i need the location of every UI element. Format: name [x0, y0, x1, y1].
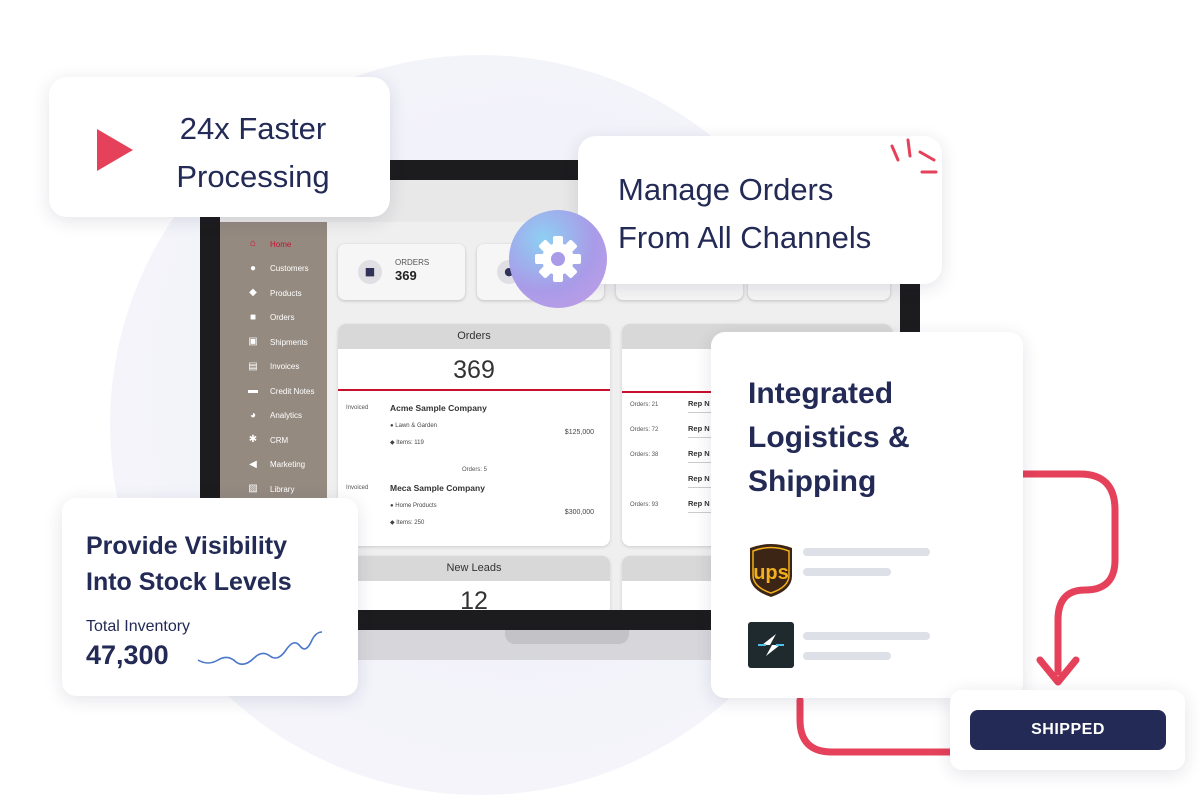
- sidebar-item-marketing[interactable]: ◀Marketing: [249, 458, 306, 470]
- new-leads-title: New Leads: [338, 556, 610, 581]
- shipped-button[interactable]: SHIPPED: [970, 710, 1166, 750]
- megaphone-icon: ◀: [249, 458, 257, 470]
- sidebar-item-library[interactable]: ▨Library: [248, 483, 295, 495]
- faster-processing-card: 24x Faster Processing: [49, 77, 390, 217]
- sidebar-item-credit-notes[interactable]: ▬Credit Notes: [248, 385, 315, 397]
- gear-badge: [509, 210, 607, 308]
- ups-logo-icon: ups: [750, 544, 792, 597]
- manage-orders-card: Manage Orders From All Channels: [578, 136, 942, 284]
- sidebar-item-orders[interactable]: ■Orders: [249, 311, 295, 323]
- stat-card-orders[interactable]: ■ ORDERS 369: [338, 244, 465, 300]
- carrier-placeholder-line: [803, 652, 891, 660]
- ups-placeholder-line: [803, 548, 930, 556]
- gear-icon: ✱: [248, 434, 258, 446]
- ups-placeholder-line: [803, 568, 891, 576]
- inventory-sparkline: [197, 631, 323, 666]
- bolt-carrier-logo-icon: [748, 622, 794, 668]
- manage-line1: Manage Orders: [618, 172, 834, 207]
- category-dot-icon: ●: [390, 503, 396, 509]
- sidebar-item-products[interactable]: ◆Products: [249, 287, 302, 299]
- inventory-label: Total Inventory: [86, 618, 191, 635]
- orders-icon: ■: [358, 260, 382, 284]
- sidebar-item-crm[interactable]: ✱CRM: [248, 434, 289, 446]
- tag-icon: ◆: [390, 440, 397, 446]
- new-leads-panel: New Leads 12: [338, 556, 610, 610]
- orders-panel-total: 369: [338, 349, 610, 391]
- users-icon: ●: [249, 262, 257, 274]
- visibility-line1: Provide Visibility: [86, 532, 288, 560]
- play-icon: [97, 129, 133, 171]
- home-icon: ⌂: [249, 238, 257, 250]
- tag-icon: ◆: [249, 287, 257, 299]
- sparkle-icon: [890, 138, 938, 174]
- sidebar-item-analytics[interactable]: ◕Analytics: [249, 409, 303, 421]
- sidebar-item-shipments[interactable]: ▣Shipments: [248, 336, 308, 348]
- sidebar-item-home[interactable]: ⌂Home: [249, 238, 292, 250]
- image-icon: ▨: [248, 483, 258, 495]
- new-leads-total: 12: [460, 587, 488, 610]
- manage-line2: From All Channels: [618, 220, 872, 255]
- gear-icon: [535, 236, 581, 282]
- category-dot-icon: ●: [390, 423, 396, 429]
- invoice-icon: ▤: [248, 360, 258, 372]
- order-row[interactable]: Invoiced Meca Sample Company ● Home Prod…: [346, 483, 594, 526]
- sidebar-item-customers[interactable]: ●Customers: [249, 262, 309, 274]
- order-row[interactable]: Invoiced Acme Sample Company ● Lawn & Ga…: [346, 403, 594, 473]
- pie-icon: ◕: [249, 409, 257, 421]
- logistics-line2: Logistics &: [748, 421, 910, 454]
- orders-panel-title: Orders: [338, 324, 610, 349]
- stock-visibility-card: Provide Visibility Into Stock Levels Tot…: [62, 498, 358, 696]
- faster-line2: Processing: [176, 159, 330, 194]
- laptop-notch: [505, 630, 629, 644]
- visibility-line2: Into Stock Levels: [86, 568, 292, 596]
- orders-panel: Orders 369 Invoiced Acme Sample Company …: [338, 324, 610, 546]
- faster-line1: 24x Faster: [179, 111, 327, 146]
- inventory-value: 47,300: [86, 640, 169, 670]
- carrier-placeholder-line: [803, 632, 930, 640]
- tag-icon: ◆: [390, 520, 397, 526]
- logistics-line1: Integrated: [748, 377, 894, 410]
- orders-icon: ■: [249, 311, 257, 323]
- logistics-line3: Shipping: [748, 465, 877, 498]
- logistics-card: Integrated Logistics & Shipping ups: [711, 332, 1023, 698]
- svg-text:ups: ups: [753, 562, 789, 584]
- card-icon: ▬: [248, 385, 258, 397]
- box-icon: ▣: [248, 336, 258, 348]
- shipped-card: SHIPPED: [950, 690, 1185, 770]
- sidebar-item-invoices[interactable]: ▤Invoices: [248, 360, 300, 372]
